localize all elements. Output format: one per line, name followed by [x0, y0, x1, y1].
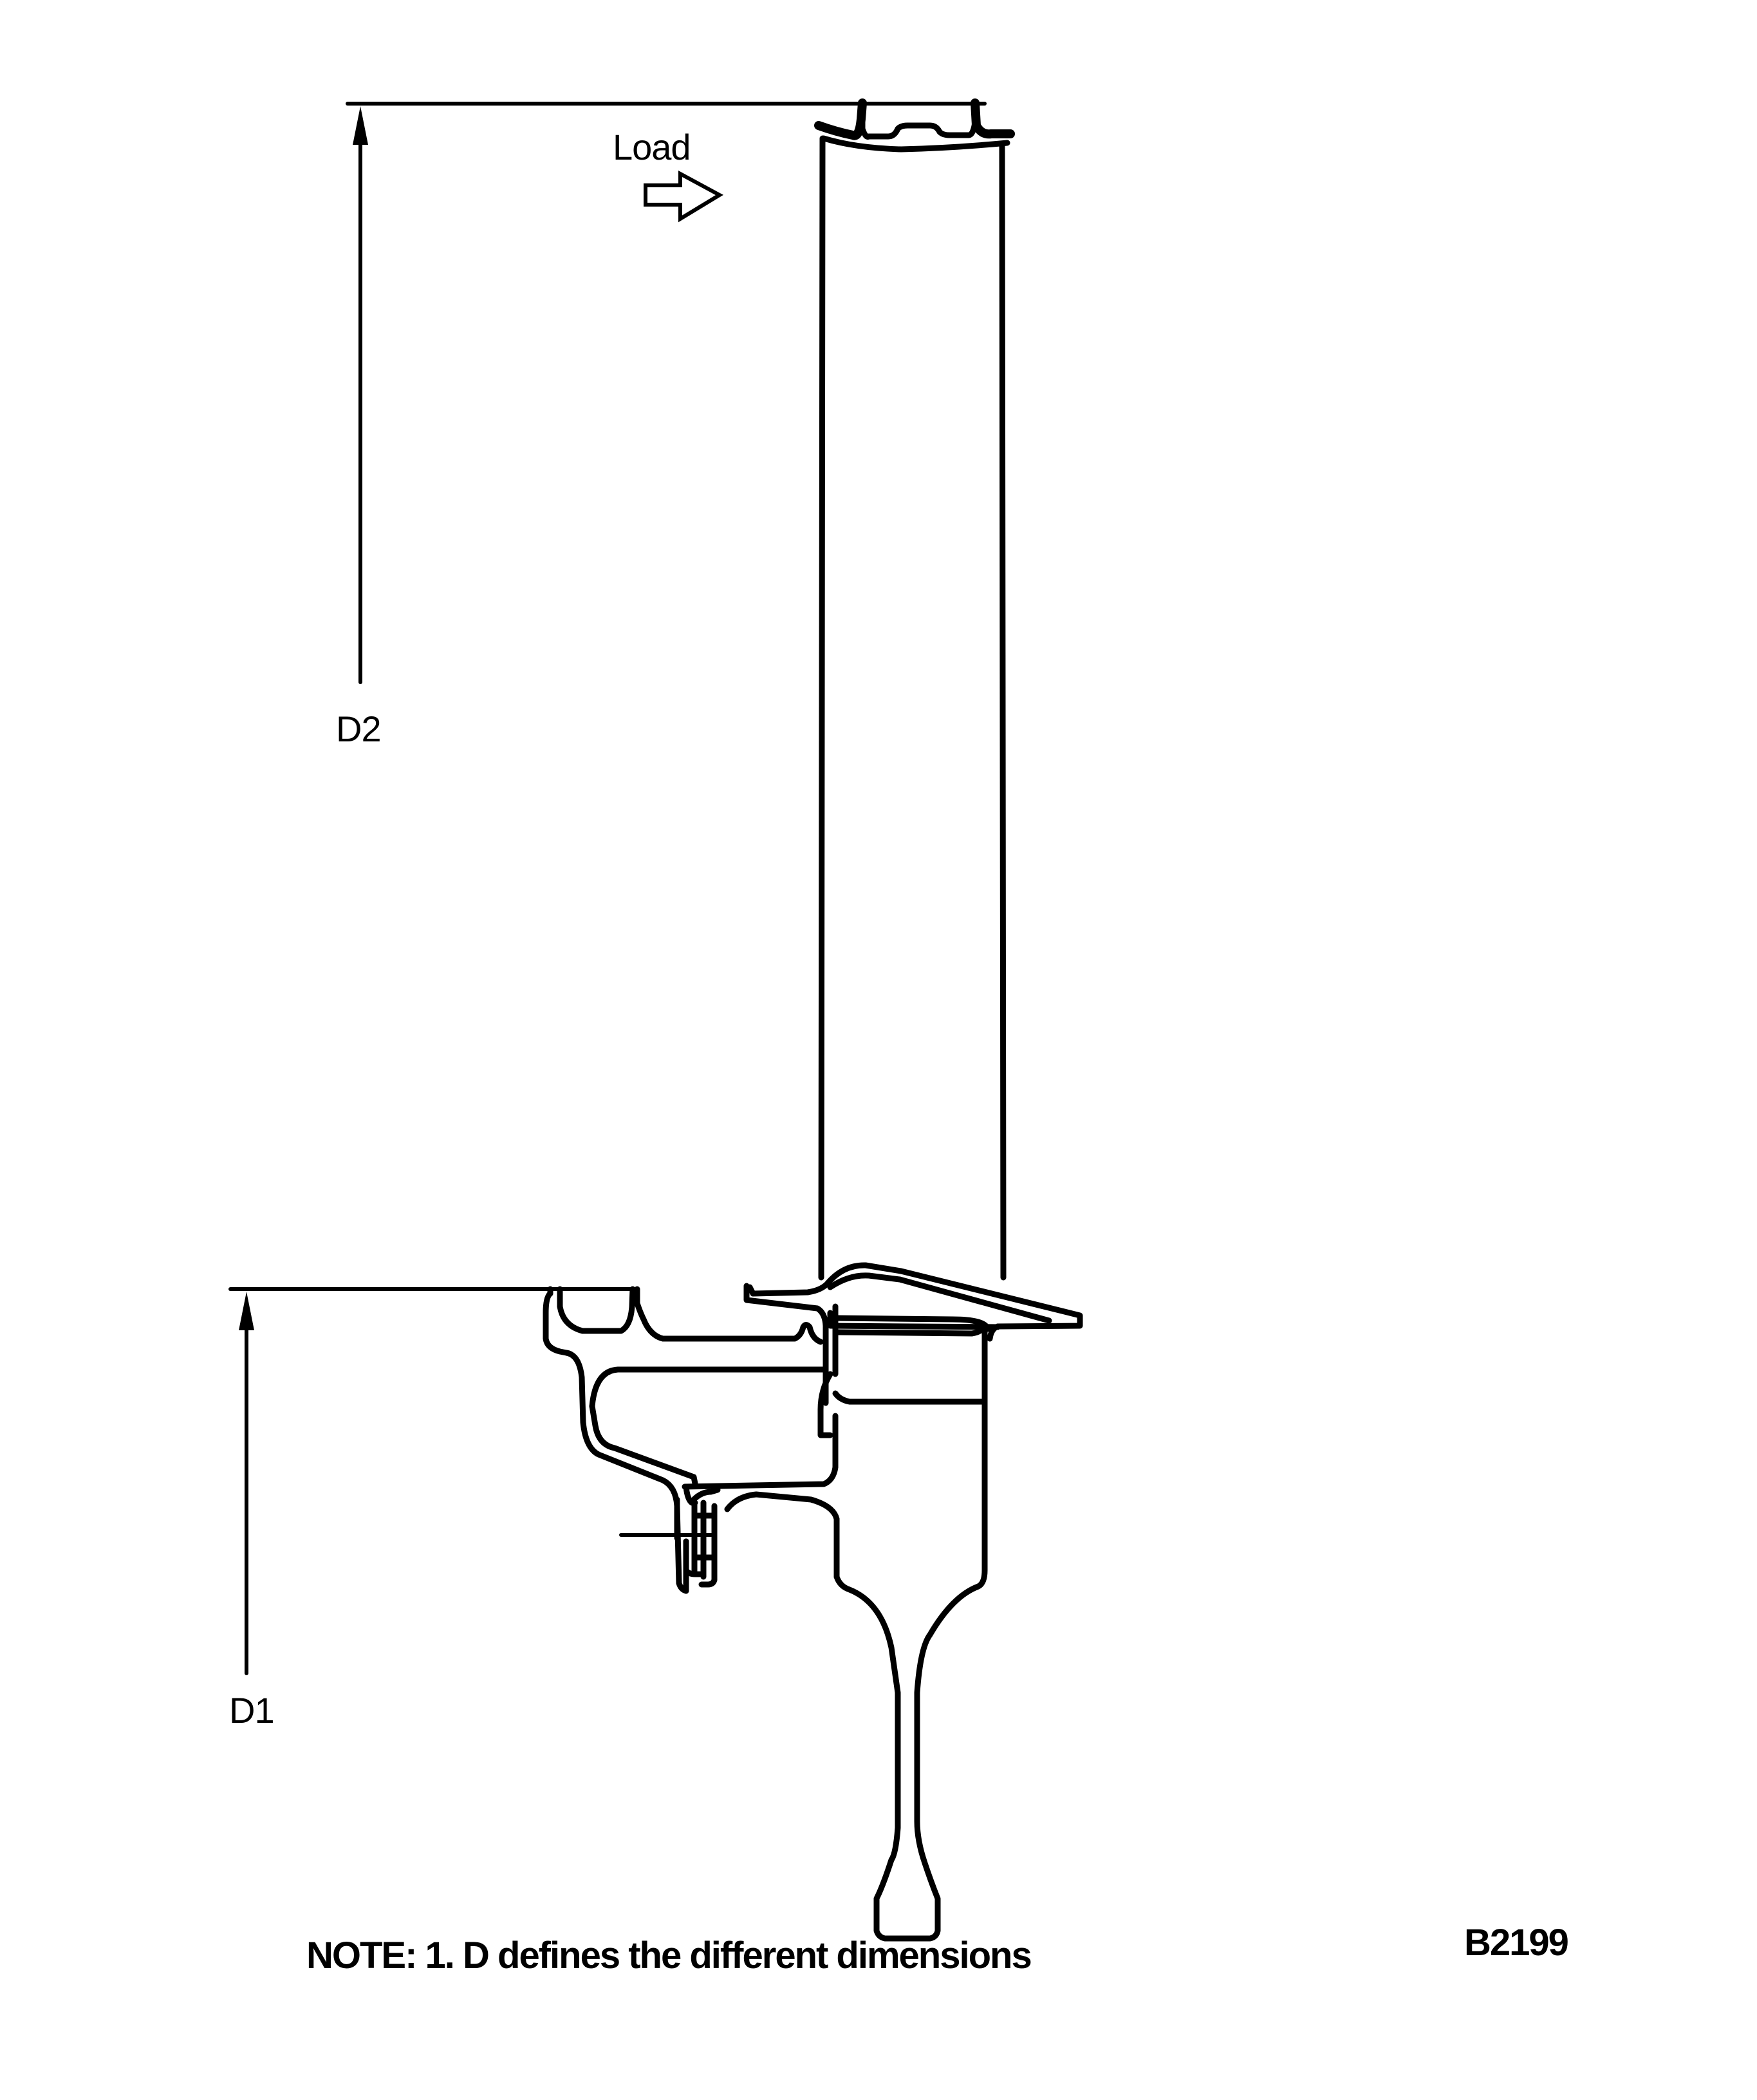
blade-platform: [743, 1262, 1083, 1406]
figure-reference-code: B2199: [1464, 1922, 1569, 1964]
load-arrow-icon: [644, 170, 724, 223]
dimension-label-d1: D1: [229, 1690, 275, 1731]
blade-airfoil: [818, 135, 1007, 1281]
turbine-disk: [833, 1496, 988, 1942]
blade-shank-and-rim: [543, 1286, 991, 1594]
dimension-d2: [346, 102, 987, 684]
blade-tip-shroud: [814, 98, 1015, 153]
load-label: Load: [613, 127, 691, 167]
arrowhead-icon: [353, 106, 368, 145]
dimension-label-d2: D2: [336, 709, 382, 749]
dimension-d1: [228, 1287, 639, 1675]
arrowhead-icon: [239, 1292, 254, 1330]
figure-note: NOTE: 1. D defines the different dimensi…: [306, 1935, 1032, 1976]
